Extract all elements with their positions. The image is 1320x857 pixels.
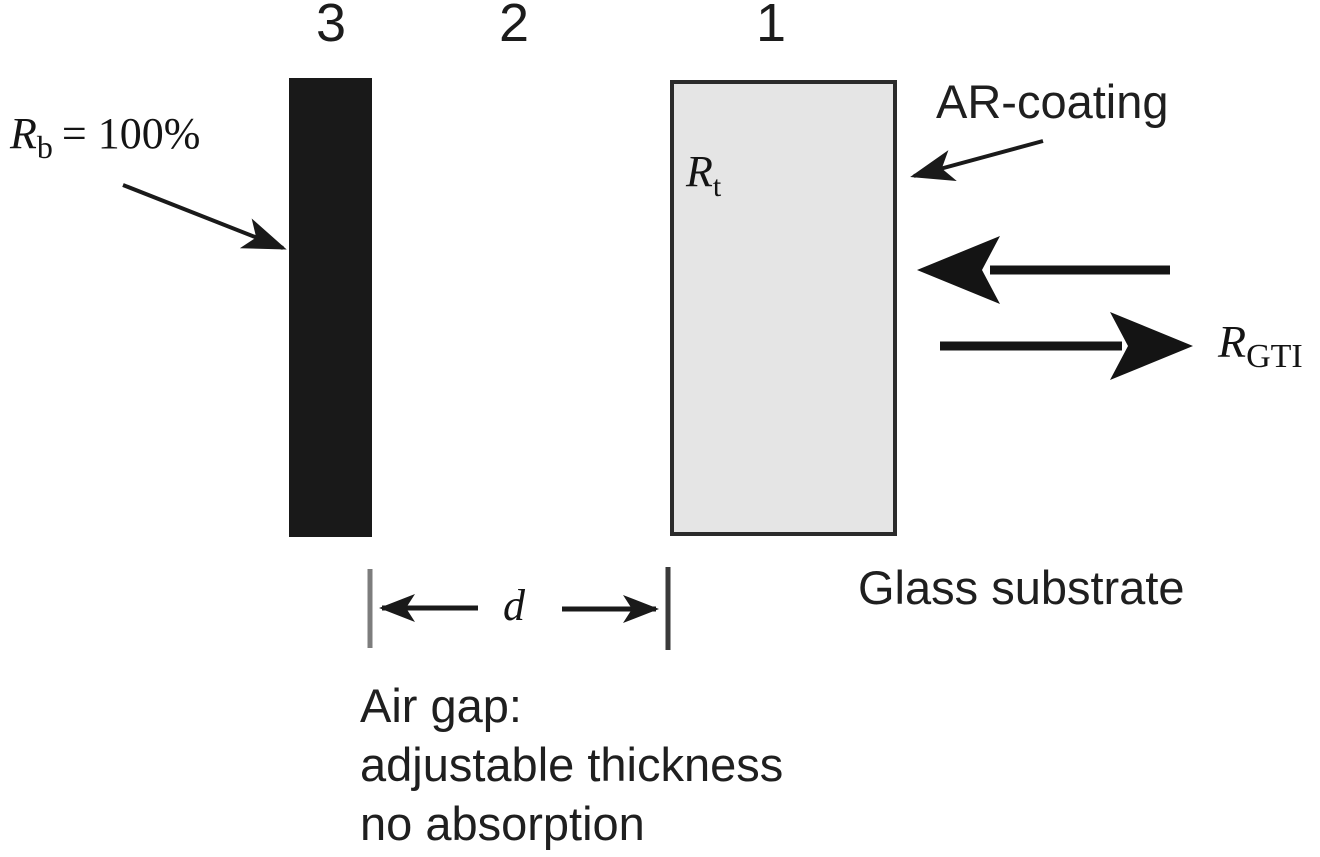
glass-substrate-caption: Glass substrate <box>858 561 1185 614</box>
ar-coating-arrow <box>910 139 1044 181</box>
layer-number-mirror: 3 <box>315 0 347 53</box>
layer-number-substrate: 1 <box>755 0 787 53</box>
back-reflectivity-arrow <box>122 183 287 250</box>
rb-subscript: b <box>36 128 53 165</box>
front-reflectivity-label: Rt <box>686 146 721 201</box>
reflected-beam-arrowhead-icon <box>1110 312 1193 380</box>
rb-value: = 100% <box>61 109 201 158</box>
rt-symbol: R <box>686 147 713 196</box>
rgti-symbol: R <box>1218 316 1247 367</box>
rb-symbol: R <box>10 109 37 158</box>
gti-reflection-label: RGTI <box>1218 316 1303 374</box>
air-gap-description-line3: no absorption <box>360 797 645 850</box>
rt-subscript: t <box>712 169 722 203</box>
glass-substrate-rect <box>670 80 897 536</box>
back-reflectivity-label: Rb= 100% <box>10 108 201 163</box>
incoming-beam-arrowhead-icon <box>917 236 1000 304</box>
air-gap-description-line2: adjustable thickness <box>360 738 784 791</box>
rgti-subscript: GTI <box>1246 338 1303 376</box>
gap-dimension-label: d <box>503 581 525 630</box>
air-gap-description-line1: Air gap: <box>360 679 522 732</box>
ar-coating-label: AR-coating <box>936 75 1169 128</box>
air-gap-description: Air gap: adjustable thickness no absorpt… <box>360 676 783 853</box>
layer-number-air-gap: 2 <box>498 0 530 53</box>
back-mirror-bar <box>289 78 372 537</box>
